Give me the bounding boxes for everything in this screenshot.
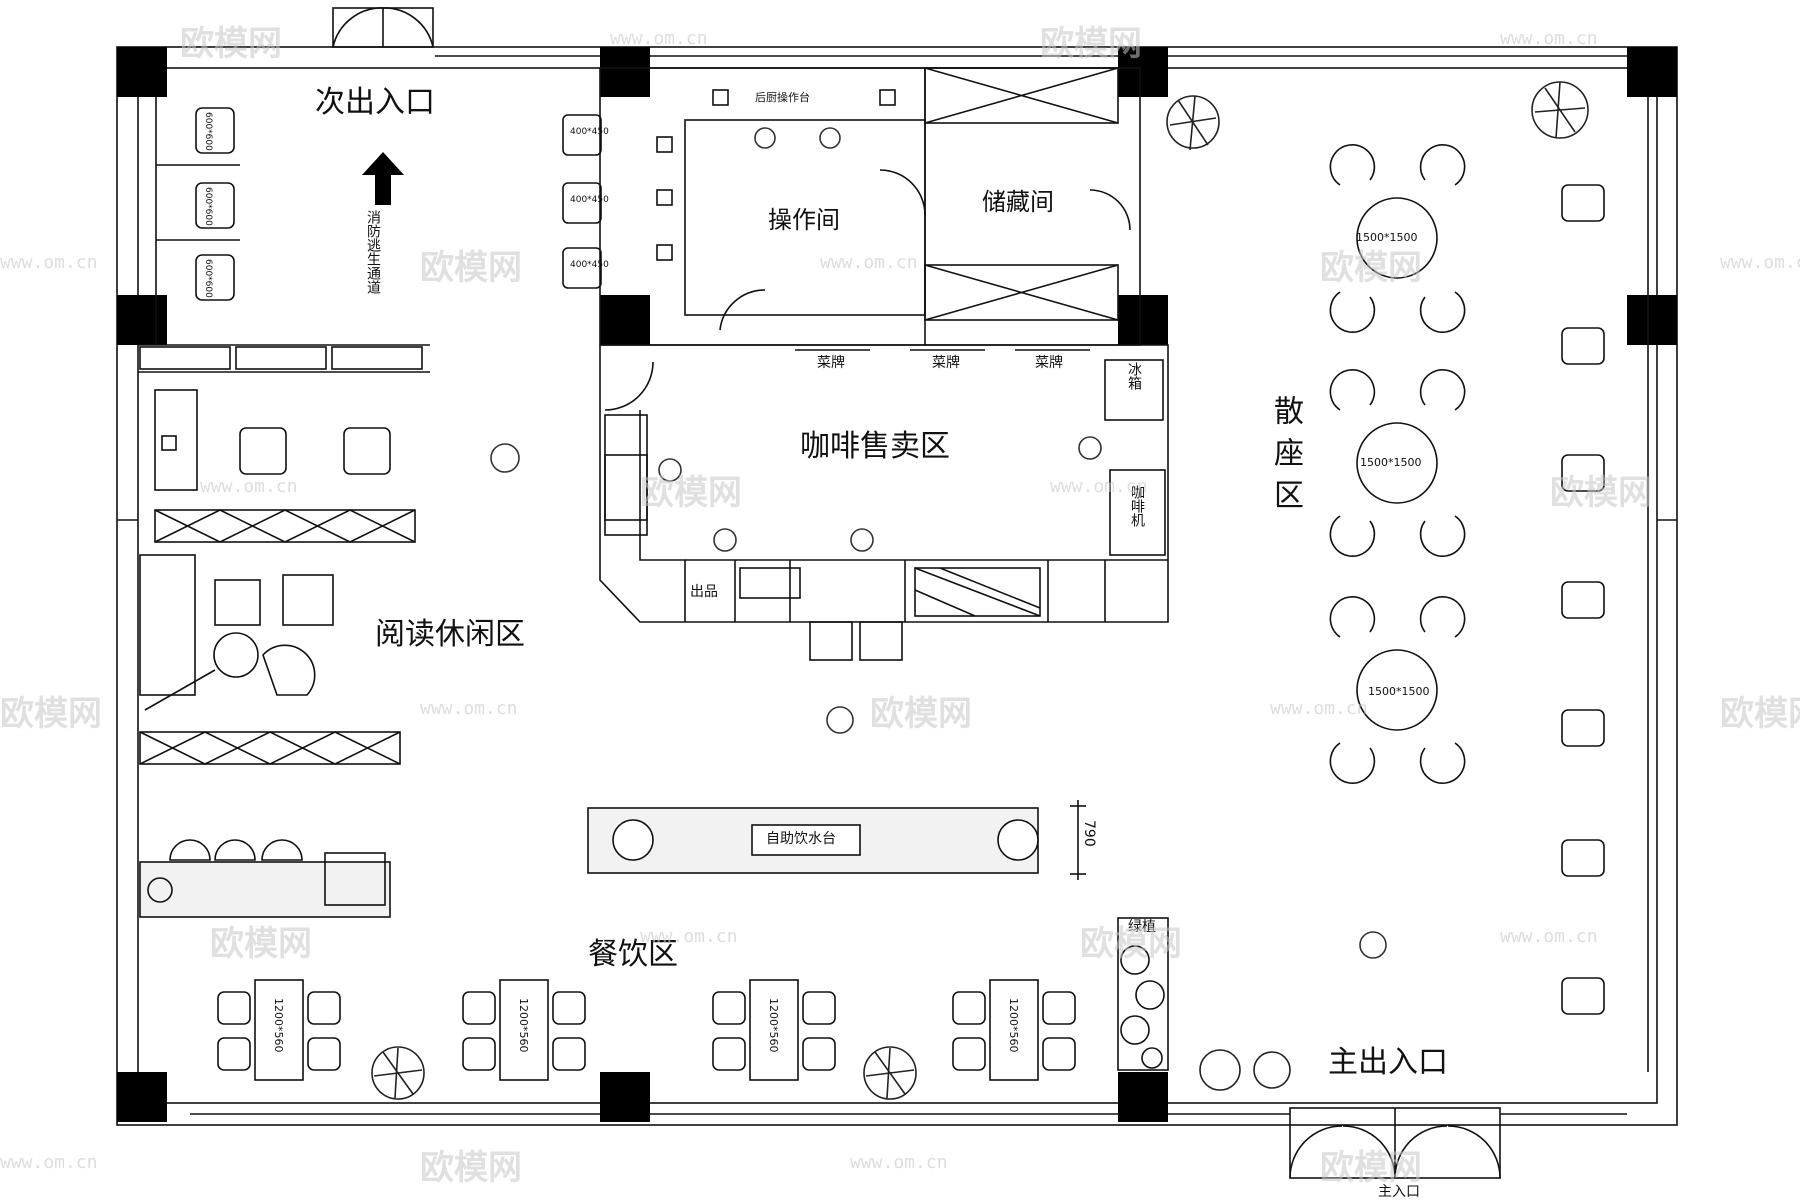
watermark-url: www.om.cn [200,476,298,497]
watermark-url: www.om.cn [1720,252,1800,273]
stool-size-1: 600*600 [203,112,213,151]
water-bar-dim-label: 790 [1081,820,1097,847]
watermark-brand: 欧模网 [640,473,742,513]
reading-shelves [139,389,416,765]
main-entrance-doors [1289,1107,1501,1179]
round-table-size-2: 1500*1500 [1360,456,1422,469]
watermark-url: www.om.cn [1050,476,1148,497]
plant-column [1117,917,1169,1071]
watermark-brand: 欧模网 [1320,248,1422,288]
dining-tables [217,979,1076,1081]
secondary-entrance-doors [332,7,434,48]
watermark-brand: 欧模网 [0,694,102,734]
watermark-url: www.om.cn [1500,28,1598,49]
outer-walls [116,46,1678,1126]
dining-area-label: 餐饮区 [588,937,678,972]
round-table-size-3: 1500*1500 [1368,685,1430,698]
watermark-brand: 欧模网 [870,694,972,734]
left-partition [138,344,430,373]
watermark-url: www.om.cn [640,926,738,947]
coffee-sales-area-label: 咖啡售卖区 [800,429,950,464]
bar-counter-left [139,839,391,918]
watermark-url: www.om.cn [820,252,918,273]
kitchen-block [599,67,1141,346]
trees [371,81,1589,1100]
watermark-brand: 欧模网 [210,924,312,964]
structural-columns [117,47,1677,1122]
main-entrance-label: 主出入口 [1328,1045,1448,1080]
green-plants-label: 绿植 [1128,919,1156,935]
watermark-url: www.om.cn [0,252,98,273]
stool-size-2: 600*600 [203,187,213,226]
watermark-url: www.om.cn [0,1152,98,1173]
exit-arrow [362,152,404,205]
coffee-counter [599,344,1169,661]
menu-board-label-2: 菜牌 [932,355,960,371]
secondary-entrance-label: 次出入口 [315,85,435,120]
wall-chairs-right [1561,184,1605,1015]
coffee-machine-label: 咖啡机 [1129,485,1145,527]
back-kitchen-counter-label: 后厨操作台 [755,91,810,104]
left-stools [155,97,240,345]
round-table-size-1: 1500*1500 [1356,231,1418,244]
serving-out-label: 出品 [690,584,718,600]
menu-board-label-1: 菜牌 [817,355,845,371]
people [490,127,1387,959]
watermark-url: www.om.cn [1270,698,1368,719]
fridge-label: 冰箱 [1126,362,1142,390]
operation-room-label: 操作间 [768,206,840,234]
watermark-brand: 欧模网 [1040,24,1142,64]
watermark-url: www.om.cn [610,28,708,49]
cabinet-size-1: 400*450 [570,127,609,137]
watermark-url: www.om.cn [420,698,518,719]
watermark-brand: 欧模网 [1720,694,1800,734]
windows-top [190,55,1649,1115]
dining-table-size-4: 1200*560 [1007,998,1020,1053]
fire-escape-label: 消防逃生通道 [365,210,381,294]
dining-table-size-3: 1200*560 [767,998,780,1053]
cabinet-size-3: 400*450 [570,260,609,270]
reading-area-label: 阅读休闲区 [375,617,525,652]
storage-room-label: 储藏间 [982,188,1054,216]
watermark-brand: 欧模网 [420,1148,522,1188]
water-bar [587,800,1086,880]
stool-size-3: 600*600 [203,259,213,298]
watermark-brand: 欧模网 [180,24,282,64]
watermark-brand: 欧模网 [420,248,522,288]
dining-table-size-2: 1200*560 [517,998,530,1053]
cabinet-size-2: 400*450 [570,195,609,205]
watermark-brand: 欧模网 [1320,1148,1422,1188]
wall-cabinets [562,89,896,289]
menu-board-label-3: 菜牌 [1035,355,1063,371]
main-entry-label: 主入口 [1378,1184,1420,1200]
loose-seating-label: 散座区 [1268,395,1303,521]
watermark-brand: 欧模网 [1550,473,1652,513]
watermark-url: www.om.cn [850,1152,948,1173]
dining-table-size-1: 1200*560 [272,998,285,1053]
watermark-url: www.om.cn [1500,926,1598,947]
round-tables [1329,144,1466,784]
watermark-brand: 欧模网 [1080,924,1182,964]
self-service-water-label: 自助饮水台 [766,831,836,847]
